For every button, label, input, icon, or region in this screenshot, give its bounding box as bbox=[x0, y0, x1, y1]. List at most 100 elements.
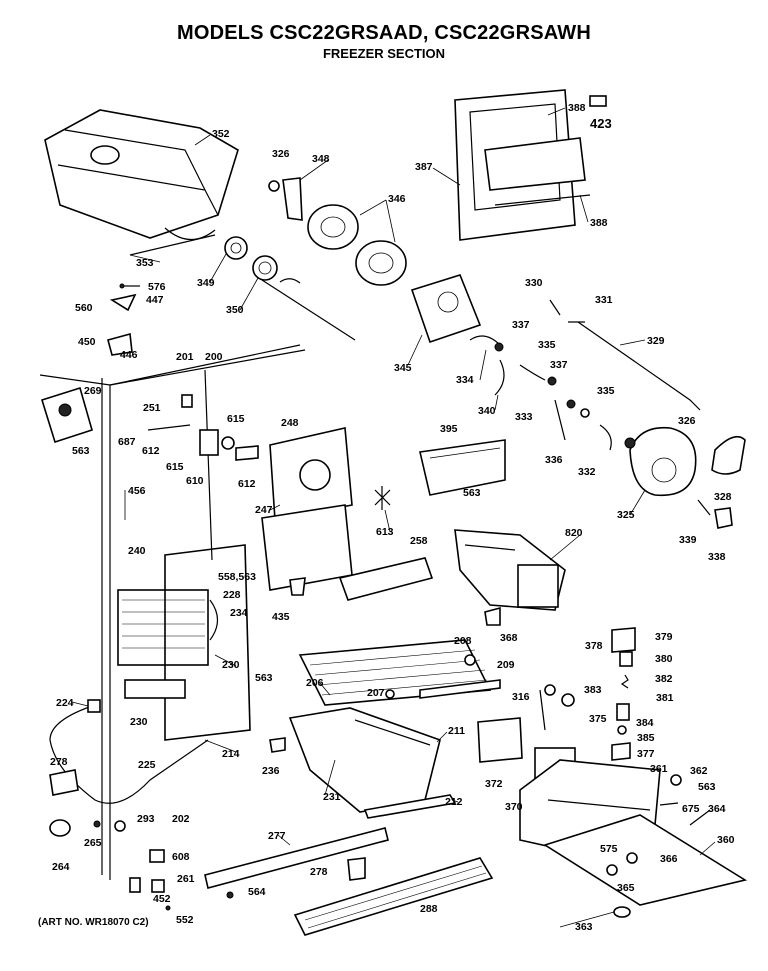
socket-612 bbox=[235, 445, 259, 461]
part-label: 349 bbox=[197, 277, 215, 289]
part-675 bbox=[659, 802, 679, 806]
grille-288 bbox=[293, 857, 494, 936]
part-label: 333 bbox=[515, 411, 533, 423]
drum-346 bbox=[307, 204, 407, 286]
part-label: 251 bbox=[143, 402, 161, 414]
part-label: 214 bbox=[222, 748, 240, 760]
part-label: 261 bbox=[177, 873, 195, 885]
part-label: 350 bbox=[226, 304, 244, 316]
part-label: 563 bbox=[698, 781, 716, 793]
part-label: 423 bbox=[590, 116, 612, 131]
cabinet-liner bbox=[39, 344, 306, 880]
evaporator-228 bbox=[117, 589, 209, 666]
part-label: 564 bbox=[248, 886, 266, 898]
part-375 bbox=[561, 693, 575, 707]
part-label: 247 bbox=[255, 504, 273, 516]
clip-338 bbox=[714, 507, 733, 529]
part-label: 212 bbox=[445, 796, 463, 808]
part-label: 277 bbox=[268, 830, 286, 842]
solenoid-380 bbox=[619, 651, 633, 667]
part-label: 338 bbox=[708, 551, 726, 563]
lever-336 bbox=[554, 399, 576, 441]
shelf-206 bbox=[298, 639, 492, 706]
part-label: 269 bbox=[84, 385, 102, 397]
part-label: 361 bbox=[650, 763, 668, 775]
part-label: 328 bbox=[714, 491, 732, 503]
part-label: 334 bbox=[456, 374, 474, 386]
part-label: 236 bbox=[262, 765, 280, 777]
part-label: 375 bbox=[589, 713, 607, 725]
part-608 bbox=[149, 849, 165, 863]
fan-613 bbox=[374, 486, 391, 510]
bulb-615 bbox=[221, 436, 235, 450]
page-title: MODELS CSC22GRSAAD, CSC22GRSAWH bbox=[176, 22, 592, 44]
link-334 bbox=[469, 335, 504, 352]
part-363 bbox=[613, 906, 631, 918]
part-label: 450 bbox=[78, 336, 96, 348]
part-label: 352 bbox=[212, 128, 230, 140]
part-label: 608 bbox=[172, 851, 190, 863]
shield-372 bbox=[477, 717, 523, 763]
duct-248 bbox=[261, 427, 353, 591]
part-label: 383 bbox=[584, 684, 602, 696]
washer-335 bbox=[580, 408, 590, 418]
plunger-381 bbox=[616, 703, 630, 721]
part-label: 329 bbox=[647, 335, 665, 347]
part-label: 278 bbox=[50, 756, 68, 768]
part-label: 208 bbox=[454, 635, 472, 647]
part-label: 337 bbox=[512, 319, 530, 331]
clip-236 bbox=[269, 737, 286, 753]
part-365 bbox=[606, 864, 618, 876]
part-label: 201 bbox=[176, 351, 194, 363]
part-label: 379 bbox=[655, 631, 673, 643]
part-label: 687 bbox=[118, 436, 136, 448]
part-label: 363 bbox=[575, 921, 593, 933]
part-label: 316 bbox=[512, 691, 530, 703]
part-label: 353 bbox=[136, 257, 154, 269]
part-label: 230 bbox=[222, 659, 240, 671]
holder-612 bbox=[147, 424, 191, 431]
lever-333 bbox=[519, 364, 557, 386]
part-362 bbox=[670, 774, 682, 786]
part-label: 388 bbox=[590, 217, 608, 229]
screen-230 bbox=[124, 679, 186, 699]
auger-353 bbox=[129, 234, 216, 256]
part-label: 372 bbox=[485, 778, 503, 790]
part-labels: 352 326 348 346 388 423 387 388 576 447 … bbox=[50, 102, 735, 933]
clip-435 bbox=[289, 577, 306, 596]
part-label: 447 bbox=[146, 294, 164, 306]
part-label: 385 bbox=[637, 732, 655, 744]
part-label: 558,563 bbox=[218, 571, 256, 583]
part-label: 335 bbox=[597, 385, 615, 397]
part-364 bbox=[689, 809, 711, 826]
part-label: 325 bbox=[617, 509, 635, 521]
bracket-348 bbox=[282, 177, 303, 221]
part-label: 456 bbox=[128, 485, 146, 497]
part-label: 610 bbox=[186, 475, 204, 487]
bracket-447 bbox=[109, 293, 137, 312]
part-label: 346 bbox=[388, 193, 406, 205]
clip-208 bbox=[464, 654, 476, 666]
part-label: 230 bbox=[130, 716, 148, 728]
ice-bucket-352 bbox=[44, 109, 239, 241]
part-label: 240 bbox=[128, 545, 146, 557]
part-label: 380 bbox=[655, 653, 673, 665]
plug-279 bbox=[49, 769, 79, 796]
part-label: 335 bbox=[538, 339, 556, 351]
part-label: 378 bbox=[585, 640, 603, 652]
part-label: 264 bbox=[52, 861, 70, 873]
part-316 bbox=[539, 684, 556, 731]
bushing-207 bbox=[385, 689, 395, 699]
part-label: 435 bbox=[272, 611, 290, 623]
cap-264 bbox=[49, 819, 71, 837]
part-label: 366 bbox=[660, 853, 678, 865]
part-384 bbox=[617, 725, 627, 735]
part-label: 615 bbox=[227, 413, 245, 425]
fitting-326 bbox=[268, 180, 280, 192]
clip-368 bbox=[484, 606, 501, 626]
leader-lines bbox=[71, 107, 716, 928]
arm-340 bbox=[494, 359, 505, 396]
pin-339 bbox=[697, 499, 711, 516]
part-label: 265 bbox=[84, 837, 102, 849]
